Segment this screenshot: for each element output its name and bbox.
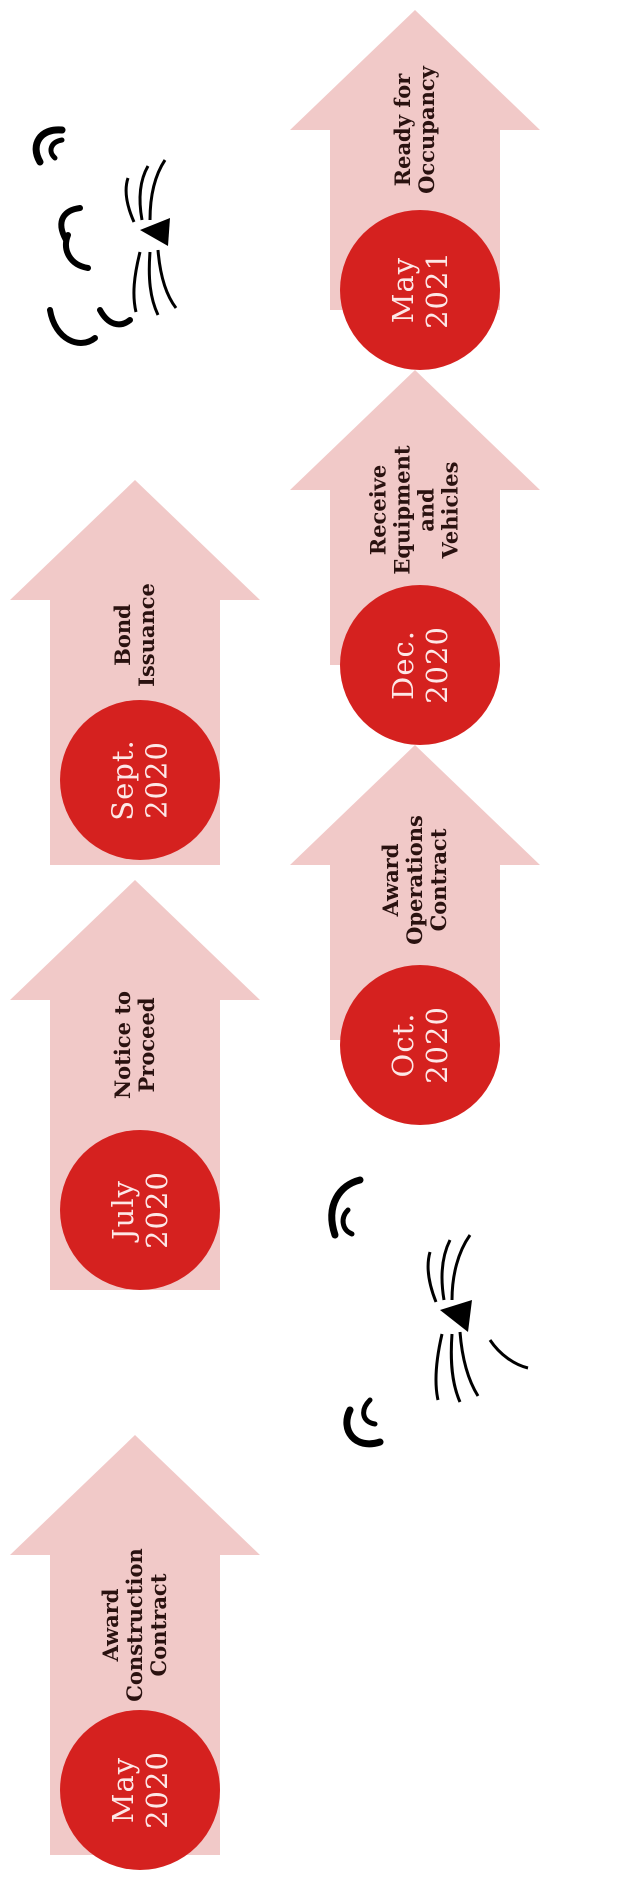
milestone-dec-2020: Receive Equipment and Vehicles Dec. 2020 [290,370,540,750]
date-circle: May 2020 [60,1710,220,1870]
milestone-label: Receive Equipment and Vehicles [365,445,463,575]
milestone-oct-2020: Award Operations Contract Oct. 2020 [290,745,540,1145]
arrow-shape [290,370,540,750]
milestone-sept-2020: Bond Issuance Sept. 2020 [10,480,260,880]
milestone-july-2020: Notice to Proceed July 2020 [10,880,260,1310]
date-circle: July 2020 [60,1130,220,1290]
milestone-label: Award Construction Contract [98,1548,171,1702]
date-circle: Oct. 2020 [340,965,500,1125]
milestone-label: Ready for Occupancy [390,66,439,194]
date-circle: Dec. 2020 [340,585,500,745]
date-circle: May 2021 [340,210,500,370]
milestone-label: Bond Issuance [109,583,159,687]
milestone-label: Award Operations Contract [377,815,451,945]
milestone-may-2021: Ready for Occupancy May 2021 [290,10,540,410]
cat-face-icon [300,1160,540,1460]
date-circle: Sept. 2020 [60,700,220,860]
milestone-label: Notice to Proceed [109,990,159,1100]
arrow-shape [290,745,540,1145]
milestone-may-2020: Award Construction Contract May 2020 [10,1435,260,1875]
cat-face-icon [0,100,230,360]
